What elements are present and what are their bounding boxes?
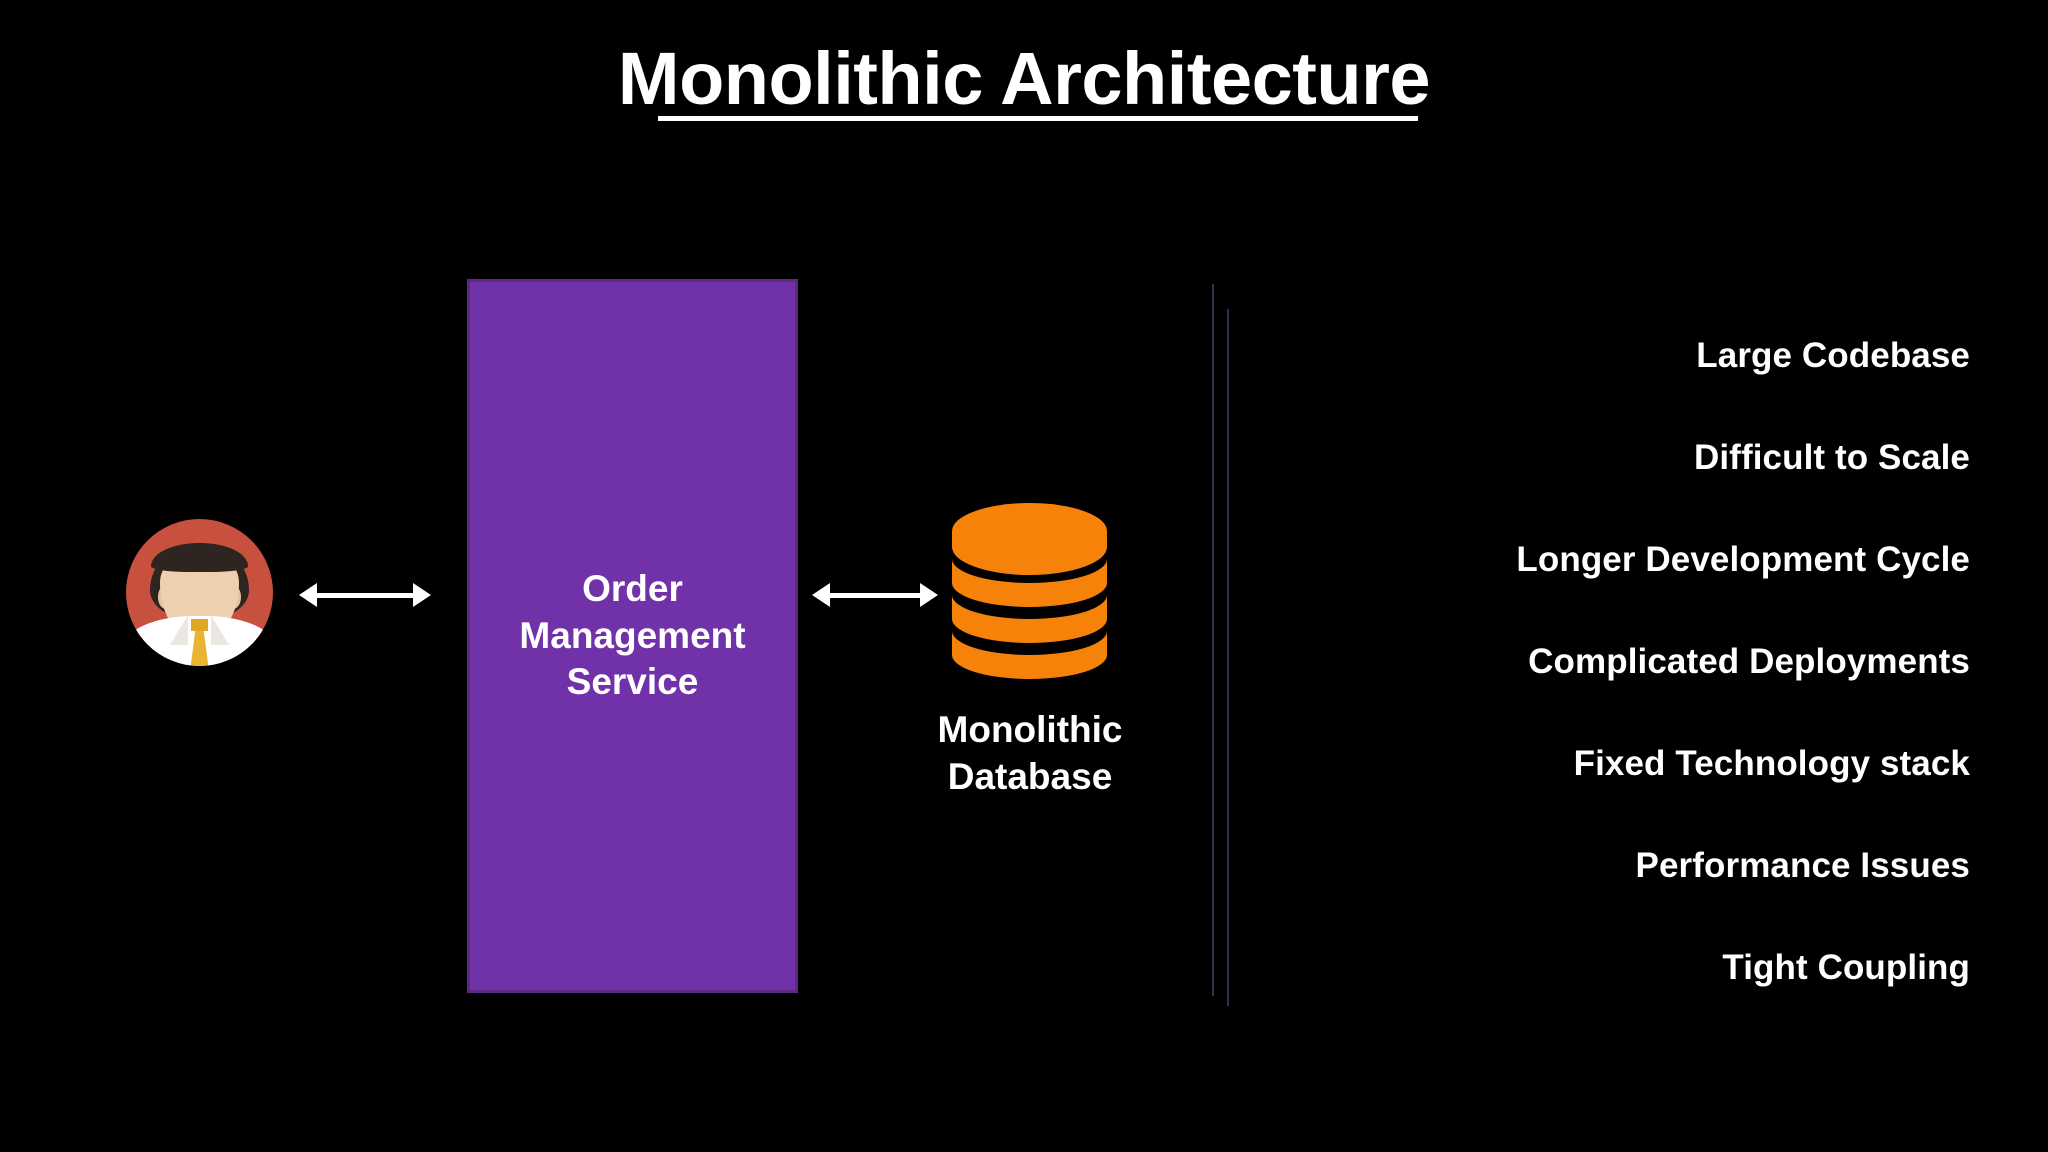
arrowhead-left	[812, 583, 830, 607]
user-avatar	[126, 519, 273, 666]
drawbacks-list: Large Codebase Difficult to Scale Longer…	[1270, 304, 1970, 1018]
arrowhead-right	[920, 583, 938, 607]
divider-line-outer	[1212, 284, 1214, 996]
monolith-service-label: Order Management Service	[519, 567, 746, 703]
avatar-tie-knot	[191, 618, 208, 631]
avatar-collar-right	[210, 615, 229, 646]
list-item: Longer Development Cycle	[1516, 539, 1970, 579]
list-item: Tight Coupling	[1722, 947, 1970, 987]
list-item: Fixed Technology stack	[1573, 743, 1970, 783]
avatar-collar-left	[170, 615, 189, 646]
title-block: Monolithic Architecture	[0, 40, 2048, 118]
database-cylinder-icon	[952, 503, 1107, 683]
list-item: Difficult to Scale	[1693, 437, 1970, 477]
arrowhead-left	[299, 583, 317, 607]
arrow-shaft	[313, 592, 417, 598]
avatar-fringe	[151, 542, 249, 572]
avatar-tie	[190, 627, 209, 666]
arrow-service-to-database-icon	[812, 579, 938, 611]
list-item: Complicated Deployments	[1528, 641, 1970, 681]
page-title: Monolithic Architecture	[617, 37, 1431, 120]
monolith-service-box[interactable]: Order Management Service	[467, 279, 798, 993]
arrow-user-to-service-icon	[299, 579, 431, 611]
divider-line-inner	[1227, 309, 1229, 1006]
list-item: Performance Issues	[1635, 845, 1970, 885]
database-label: Monolithic Database	[937, 709, 1123, 797]
title-underline	[658, 116, 1418, 121]
arrow-shaft	[826, 592, 924, 598]
list-item: Large Codebase	[1696, 335, 1970, 375]
arrowhead-right	[413, 583, 431, 607]
